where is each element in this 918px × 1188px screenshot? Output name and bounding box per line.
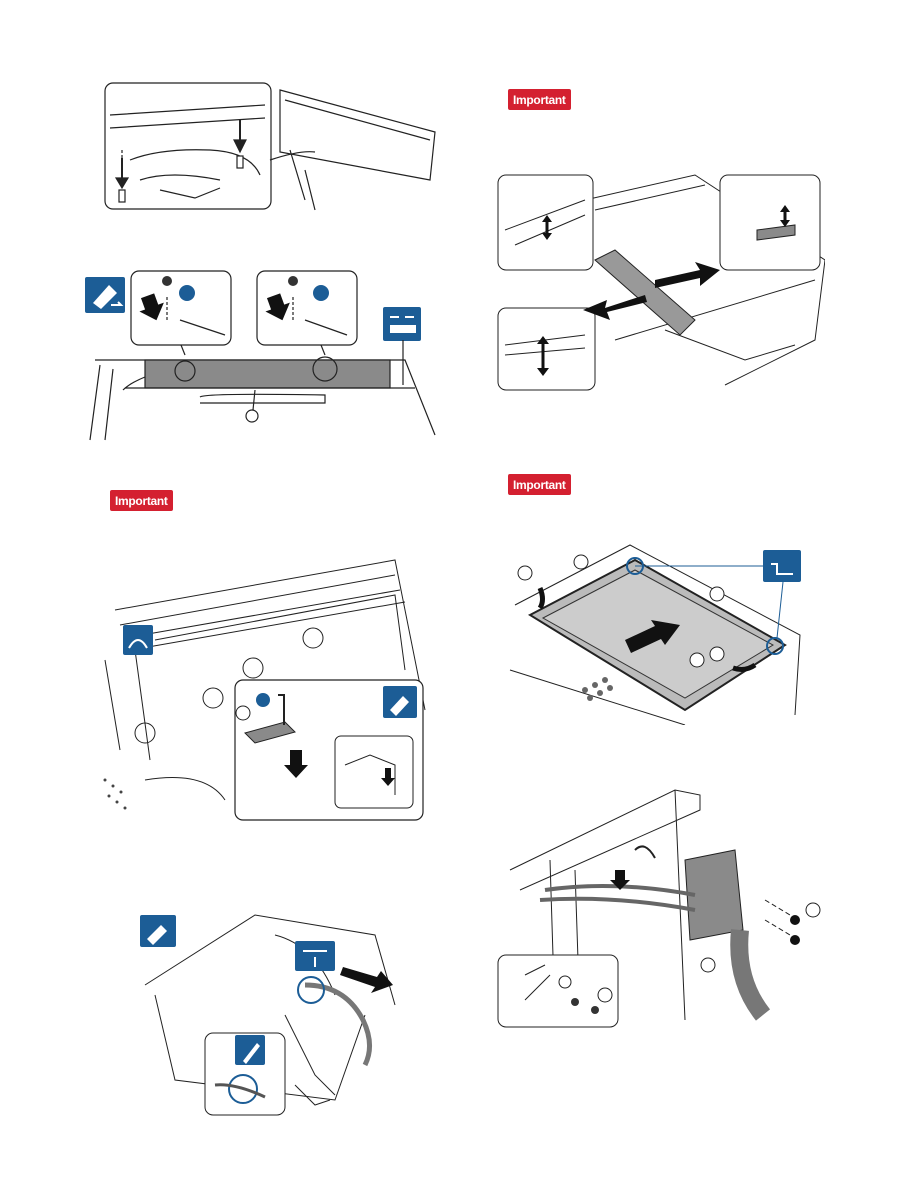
attach-icon	[140, 915, 176, 947]
attach-icon	[383, 686, 417, 718]
attach-icon	[85, 277, 125, 313]
important-badge-3: Important	[508, 474, 571, 495]
pen-mark-icon	[235, 1035, 265, 1065]
figure-harness	[135, 905, 400, 1120]
figure-scanner-frame	[95, 550, 430, 825]
connector-icon	[763, 550, 801, 582]
wire-clamp-icon	[123, 625, 153, 655]
figure-rear-cover	[495, 770, 825, 1030]
figure-front-cover	[85, 265, 440, 445]
important-badge-2: Important	[508, 89, 571, 110]
figure-glass-cover	[505, 540, 810, 725]
figure-screw-inset	[100, 80, 440, 215]
important-badge-1: Important	[110, 490, 173, 511]
connector-icon	[383, 307, 421, 341]
connector-icon	[295, 941, 335, 971]
figure-scanner-rail	[495, 170, 825, 395]
